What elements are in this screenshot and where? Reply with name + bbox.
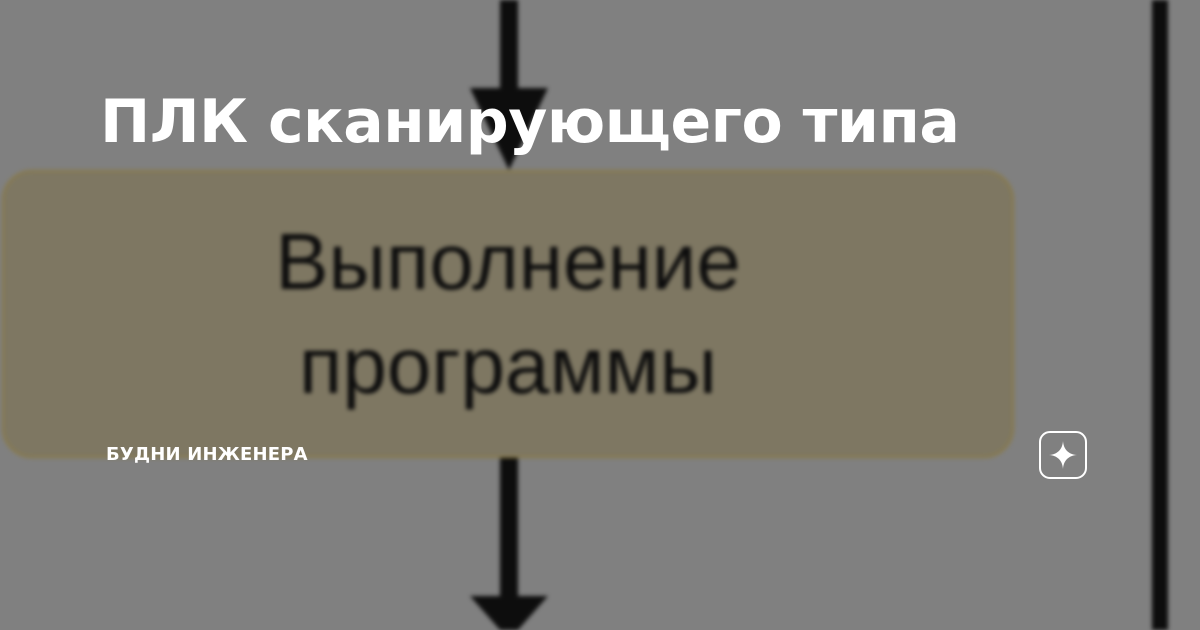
zen-logo: [1039, 431, 1087, 479]
arrowhead-bottom: [470, 596, 548, 630]
channel-name[interactable]: БУДНИ ИНЖЕНЕРА: [106, 444, 308, 465]
zen-star-icon: [1049, 441, 1077, 469]
article-title: ПЛК сканирующего типа: [100, 87, 960, 157]
arrowhead-top: [470, 88, 548, 170]
process-label-line-1: Выполнение: [275, 217, 741, 306]
process-block: Выполнение программы: [2, 170, 1014, 458]
process-label-line-2: программы: [299, 321, 717, 410]
